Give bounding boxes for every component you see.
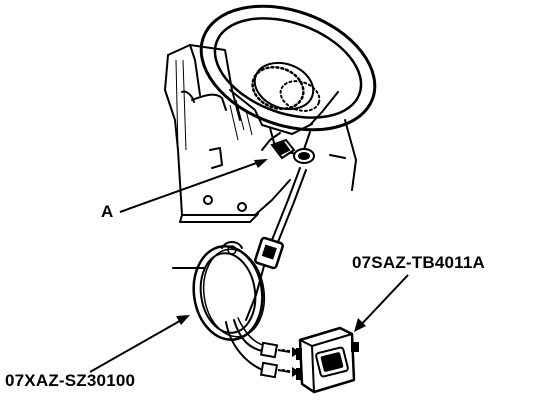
dashboard-linework xyxy=(164,44,357,223)
callout-label-harness: 07XAZ-SZ30100 xyxy=(5,371,136,390)
panel-shading xyxy=(175,59,253,151)
leader-tool-box xyxy=(354,274,409,332)
connector-a xyxy=(270,138,315,164)
simulator-box xyxy=(296,326,359,394)
callout-label-a: A xyxy=(101,202,114,221)
leader-a xyxy=(119,159,268,213)
harness-connectors xyxy=(259,341,300,379)
harness-plug xyxy=(254,167,307,270)
callout-label-tool-box: 07SAZ-TB4011A xyxy=(352,253,485,272)
steering-wheel xyxy=(199,4,377,157)
leader-harness xyxy=(89,315,190,373)
